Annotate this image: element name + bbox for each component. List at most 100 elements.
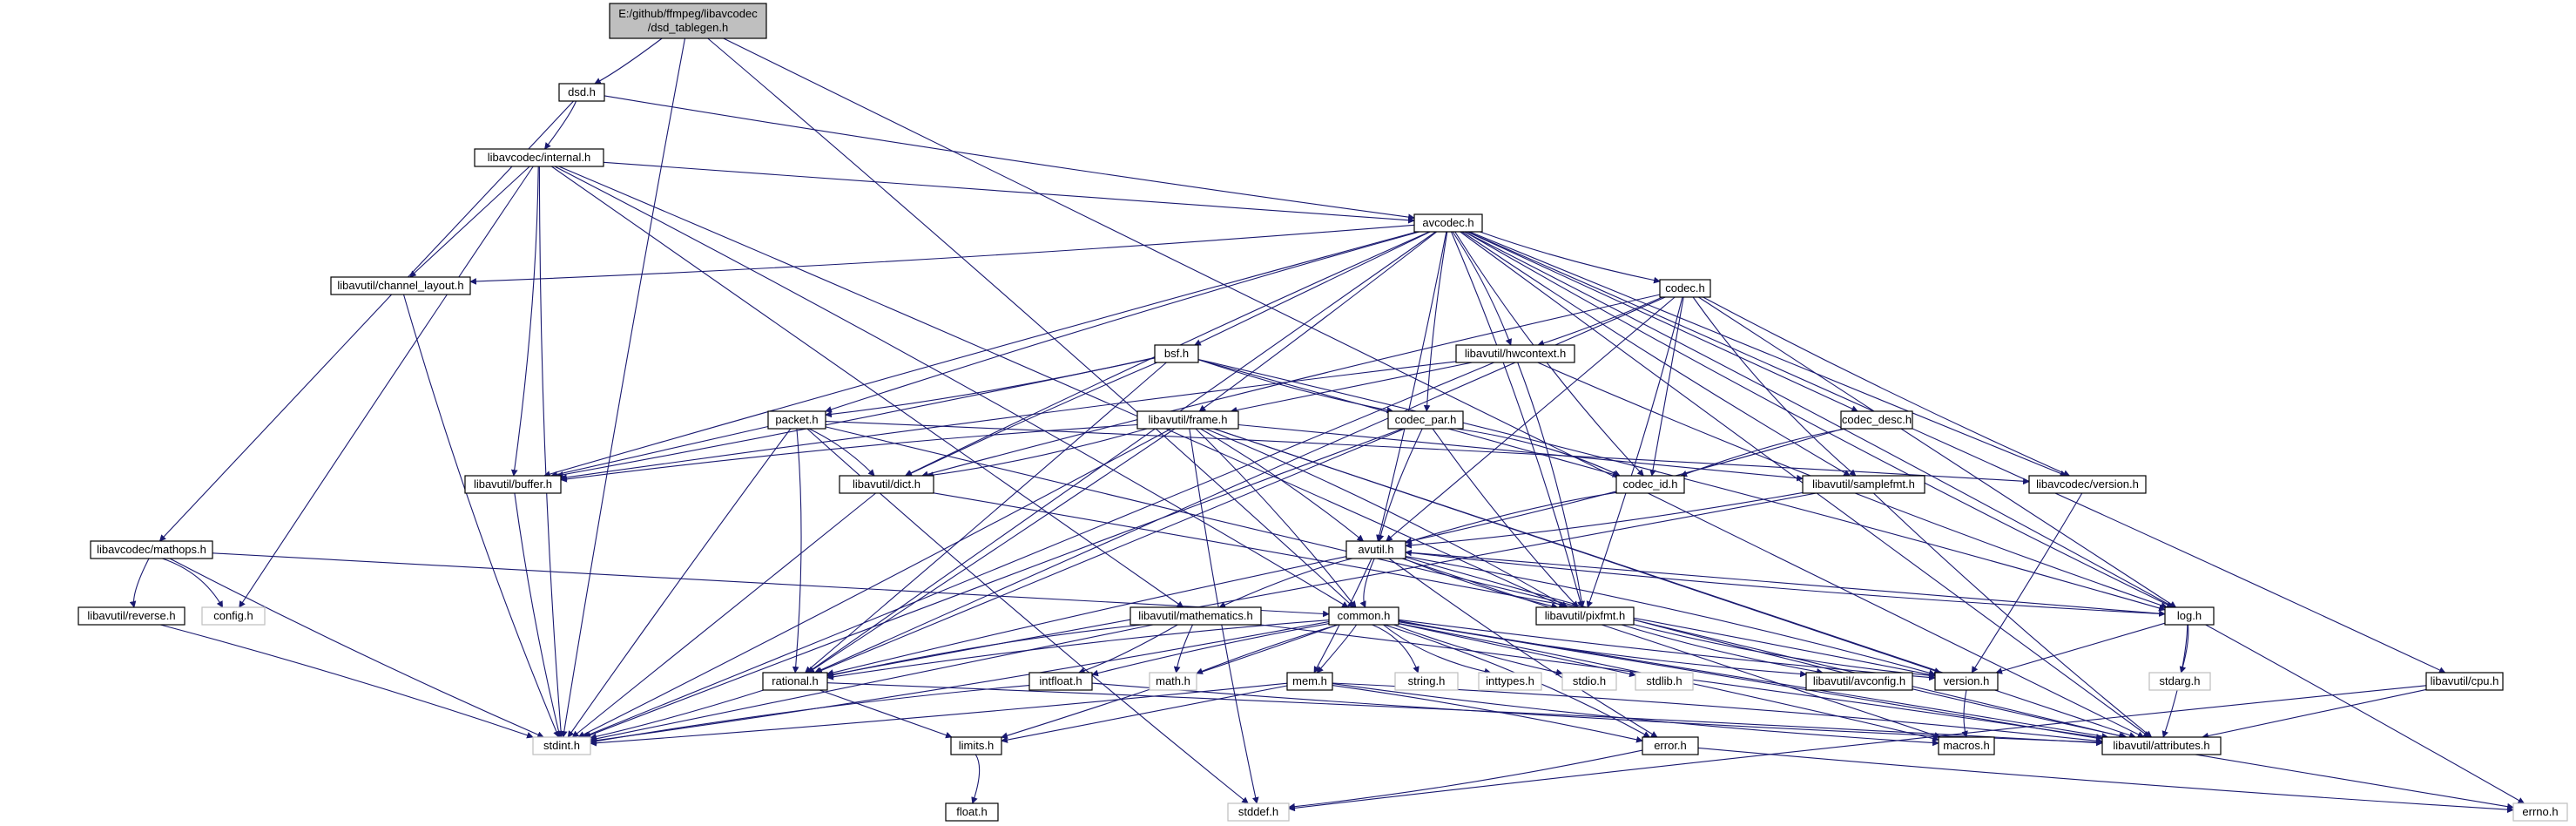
node-hwcontext[interactable]: libavutil/hwcontext.h bbox=[1455, 344, 1575, 363]
edge-frame-to-dict bbox=[927, 428, 1148, 478]
node-cpu[interactable]: libavutil/cpu.h bbox=[2425, 672, 2504, 691]
edge-mem-to-macros bbox=[1332, 683, 1939, 747]
node-float[interactable]: float.h bbox=[945, 802, 999, 822]
node-box bbox=[1227, 802, 1290, 822]
edge-mem-to-attributes bbox=[1332, 682, 2103, 744]
node-buffer[interactable]: libavutil/buffer.h bbox=[464, 475, 562, 494]
node-samplefmt[interactable]: libavutil/samplefmt.h bbox=[1802, 475, 1925, 494]
edge-samplefmt-to-attributes bbox=[1873, 492, 2153, 738]
node-box bbox=[1615, 475, 1685, 494]
edge-avcodec-to-frame bbox=[1198, 231, 1438, 412]
edge-bsf-to-dict bbox=[905, 362, 1158, 477]
node-rational[interactable]: rational.h bbox=[762, 672, 828, 691]
node-box bbox=[1130, 606, 1262, 626]
node-codec_id[interactable]: codec_id.h bbox=[1615, 475, 1685, 494]
node-codec_par[interactable]: codec_par.h bbox=[1387, 410, 1464, 430]
node-dsd[interactable]: dsd.h bbox=[558, 83, 605, 102]
edge-bsf-to-rational bbox=[805, 362, 1167, 674]
node-stdarg: stdarg.h bbox=[2148, 672, 2211, 691]
node-channel_layout[interactable]: libavutil/channel_layout.h bbox=[330, 276, 471, 295]
node-error[interactable]: error.h bbox=[1642, 736, 1699, 755]
node-internal[interactable]: libavcodec/internal.h bbox=[474, 148, 604, 167]
node-common[interactable]: common.h bbox=[1328, 606, 1399, 626]
edge-buffer-to-stdint bbox=[514, 492, 563, 738]
edge-packet-to-attributes bbox=[825, 426, 2126, 740]
node-root[interactable]: E:/github/ffmpeg/libavcodec/dsd_tablegen… bbox=[609, 3, 767, 39]
node-label: stdint.h bbox=[543, 739, 580, 752]
edge-frame-to-buffer bbox=[560, 423, 1138, 483]
node-codec[interactable]: codec.h bbox=[1659, 279, 1711, 298]
node-dict[interactable]: libavutil/dict.h bbox=[839, 475, 934, 494]
node-macros[interactable]: macros.h bbox=[1938, 736, 1995, 755]
node-mathematics[interactable]: libavutil/mathematics.h bbox=[1130, 606, 1262, 626]
node-codec_desc[interactable]: codec_desc.h bbox=[1840, 410, 1913, 430]
node-avcodec[interactable]: avcodec.h bbox=[1413, 213, 1483, 233]
edge-common-to-stdlib bbox=[1398, 623, 1636, 678]
edge-root-to-common bbox=[707, 37, 1355, 608]
node-mathops[interactable]: libavcodec/mathops.h bbox=[90, 540, 213, 559]
edge-rational-to-attributes bbox=[826, 682, 2103, 747]
node-config: config.h bbox=[201, 606, 266, 626]
edge-avcodec-to-buffer bbox=[543, 231, 1418, 477]
edge-hwcontext-to-buffer bbox=[560, 361, 1457, 481]
edge-avutil-to-pixfmt bbox=[1403, 558, 1559, 610]
node-box bbox=[1561, 672, 1617, 691]
node-label: config.h bbox=[213, 609, 253, 622]
node-avutil[interactable]: avutil.h bbox=[1345, 540, 1406, 559]
edge-avutil-to-mathematics bbox=[1218, 558, 1352, 608]
node-box bbox=[950, 736, 1002, 755]
node-label: inttypes.h bbox=[1486, 674, 1534, 687]
node-box bbox=[464, 475, 562, 494]
node-frame[interactable]: libavutil/frame.h bbox=[1136, 410, 1239, 430]
edge-reverse-to-stdint bbox=[160, 624, 534, 739]
edge-common-to-stdio bbox=[1393, 624, 1563, 676]
edge-avcodec-to-channel_layout bbox=[469, 224, 1415, 285]
node-label: codec.h bbox=[1665, 281, 1705, 295]
node-label: log.h bbox=[2177, 609, 2202, 622]
edge-root-to-stdint bbox=[561, 37, 686, 738]
edge-mem-to-limits bbox=[1001, 685, 1288, 743]
edge-common-to-string bbox=[1372, 624, 1419, 674]
edge-avcodec-to-hwcontext bbox=[1452, 231, 1512, 346]
node-box bbox=[1478, 672, 1542, 691]
node-reverse[interactable]: libavutil/reverse.h bbox=[78, 606, 185, 626]
edge-rational-to-stdint bbox=[590, 689, 764, 741]
node-stddef: stddef.h bbox=[1227, 802, 1290, 822]
node-string: string.h bbox=[1394, 672, 1459, 691]
node-label: libavutil/pixfmt.h bbox=[1545, 609, 1625, 622]
node-box bbox=[2512, 802, 2568, 822]
node-label: libavutil/dict.h bbox=[853, 477, 920, 491]
node-avconfig[interactable]: libavutil/avconfig.h bbox=[1805, 672, 1913, 691]
edge-frame-to-pixfmt bbox=[1205, 428, 1568, 608]
node-box bbox=[330, 276, 471, 295]
node-mem[interactable]: mem.h bbox=[1286, 672, 1333, 691]
node-label: math.h bbox=[1156, 674, 1190, 687]
node-box bbox=[2101, 736, 2222, 755]
node-bsf[interactable]: bsf.h bbox=[1154, 344, 1199, 363]
edge-mathematics-to-rational bbox=[826, 624, 1143, 679]
edge-mathops-to-common bbox=[212, 552, 1330, 618]
node-label: dsd.h bbox=[568, 85, 596, 98]
edge-mathops-to-config bbox=[162, 558, 224, 608]
node-version[interactable]: version.h bbox=[1934, 672, 1999, 691]
node-label: errno.h bbox=[2522, 805, 2558, 818]
node-pixfmt[interactable]: libavutil/pixfmt.h bbox=[1535, 606, 1635, 626]
node-label: libavutil/avconfig.h bbox=[1813, 674, 1905, 687]
node-label: intfloat.h bbox=[1039, 674, 1082, 687]
node-box bbox=[762, 672, 828, 691]
edge-frame-to-samplefmt bbox=[1237, 423, 1804, 482]
node-attributes[interactable]: libavutil/attributes.h bbox=[2101, 736, 2222, 755]
node-limits[interactable]: limits.h bbox=[950, 736, 1002, 755]
node-box bbox=[2028, 475, 2147, 494]
edge-frame-to-rational bbox=[807, 428, 1176, 674]
node-label: libavcodec/mathops.h bbox=[97, 543, 206, 556]
node-packet[interactable]: packet.h bbox=[767, 410, 826, 430]
node-intfloat[interactable]: intfloat.h bbox=[1028, 672, 1093, 691]
edge-samplefmt-to-avutil bbox=[1405, 491, 1804, 549]
edge-hwcontext-to-pixfmt bbox=[1517, 362, 1585, 608]
edge-avutil-to-log bbox=[1405, 552, 2166, 617]
node-label: libavutil/mathematics.h bbox=[1138, 609, 1253, 622]
node-version_codec[interactable]: libavcodec/version.h bbox=[2028, 475, 2147, 494]
node-stdint: stdint.h bbox=[532, 736, 591, 755]
node-log[interactable]: log.h bbox=[2164, 606, 2215, 626]
